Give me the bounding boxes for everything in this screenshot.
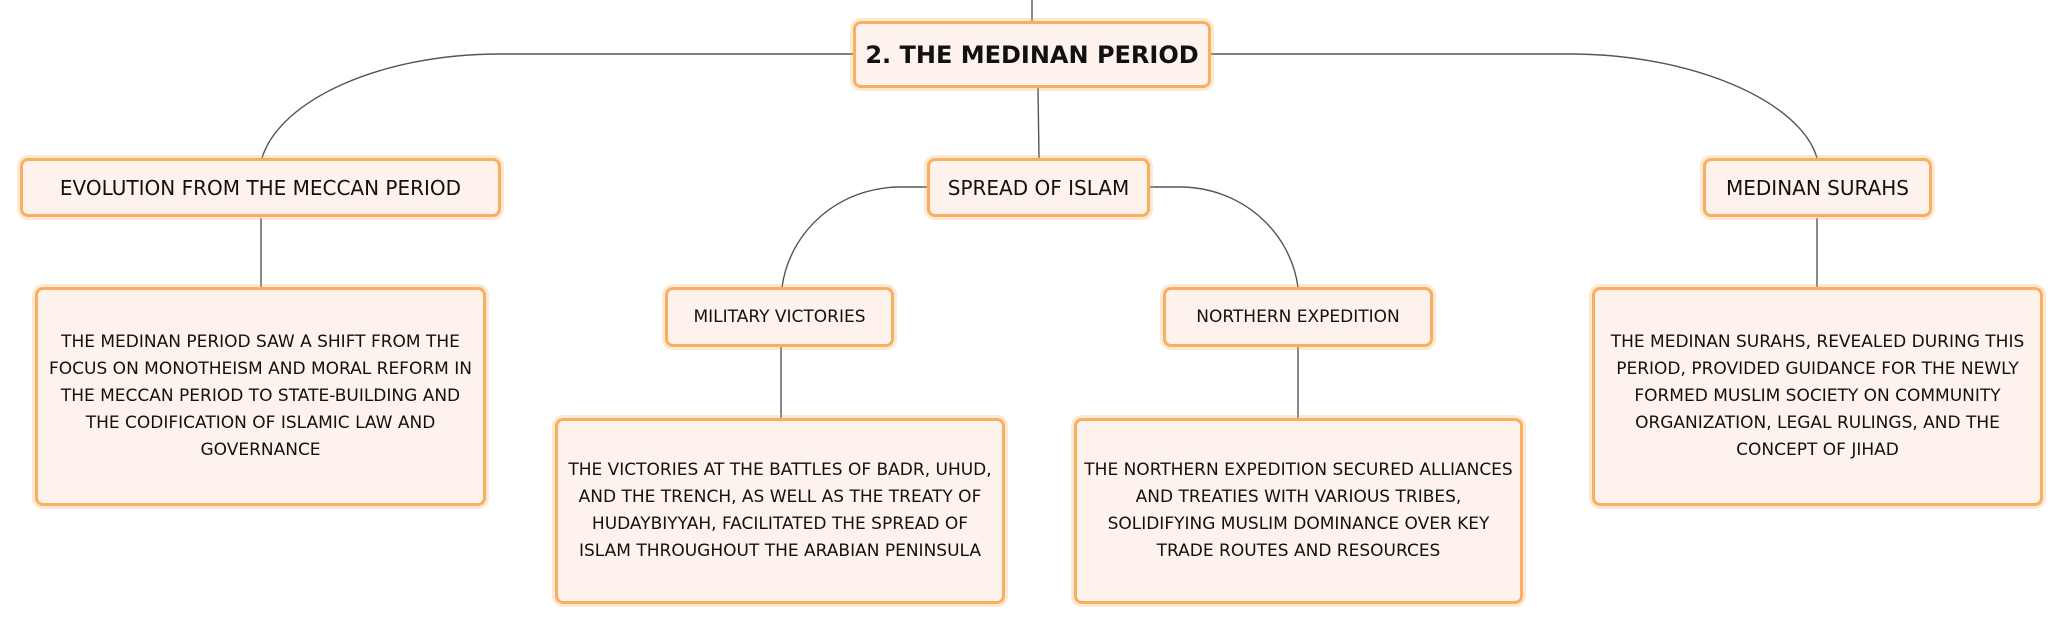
connector-root-to-evolution <box>261 53 854 159</box>
evolution-label: EVOLUTION FROM THE MECCAN PERIOD <box>59 175 462 200</box>
connector-root-to-surahs <box>1210 53 1818 159</box>
root-node[interactable]: 2. THE MEDINAN PERIOD <box>853 21 1211 88</box>
spread-node[interactable]: SPREAD OF ISLAM <box>927 158 1150 217</box>
military-node[interactable]: MILITARY VICTORIES <box>665 287 894 347</box>
connector-spread-to-northern <box>1150 186 1299 288</box>
root-label: 2. THE MEDINAN PERIOD <box>865 40 1199 69</box>
evolution-description: THE MEDINAN PERIOD SAW A SHIFT FROM THE … <box>49 332 472 460</box>
surahs-label: MEDINAN SURAHS <box>1726 175 1909 200</box>
evolution-node[interactable]: EVOLUTION FROM THE MECCAN PERIOD <box>20 158 501 217</box>
surahs-description-node: THE MEDINAN SURAHS, REVEALED DURING THIS… <box>1592 287 2043 506</box>
spread-label: SPREAD OF ISLAM <box>947 175 1130 200</box>
northern-node[interactable]: NORTHERN EXPEDITION <box>1163 287 1433 347</box>
northern-description: THE NORTHERN EXPEDITION SECURED ALLIANCE… <box>1084 460 1513 561</box>
northern-description-node: THE NORTHERN EXPEDITION SECURED ALLIANCE… <box>1074 418 1523 604</box>
surahs-node[interactable]: MEDINAN SURAHS <box>1703 158 1932 217</box>
northern-label: NORTHERN EXPEDITION <box>1196 307 1400 327</box>
surahs-description: THE MEDINAN SURAHS, REVEALED DURING THIS… <box>1610 332 2025 460</box>
connector-spread-to-military <box>781 186 927 288</box>
military-description: THE VICTORIES AT THE BATTLES OF BADR, UH… <box>568 460 992 561</box>
connector-root-to-spread <box>1037 87 1040 159</box>
military-description-node: THE VICTORIES AT THE BATTLES OF BADR, UH… <box>555 418 1005 604</box>
military-label: MILITARY VICTORIES <box>693 307 866 327</box>
evolution-description-node: THE MEDINAN PERIOD SAW A SHIFT FROM THE … <box>35 287 486 506</box>
